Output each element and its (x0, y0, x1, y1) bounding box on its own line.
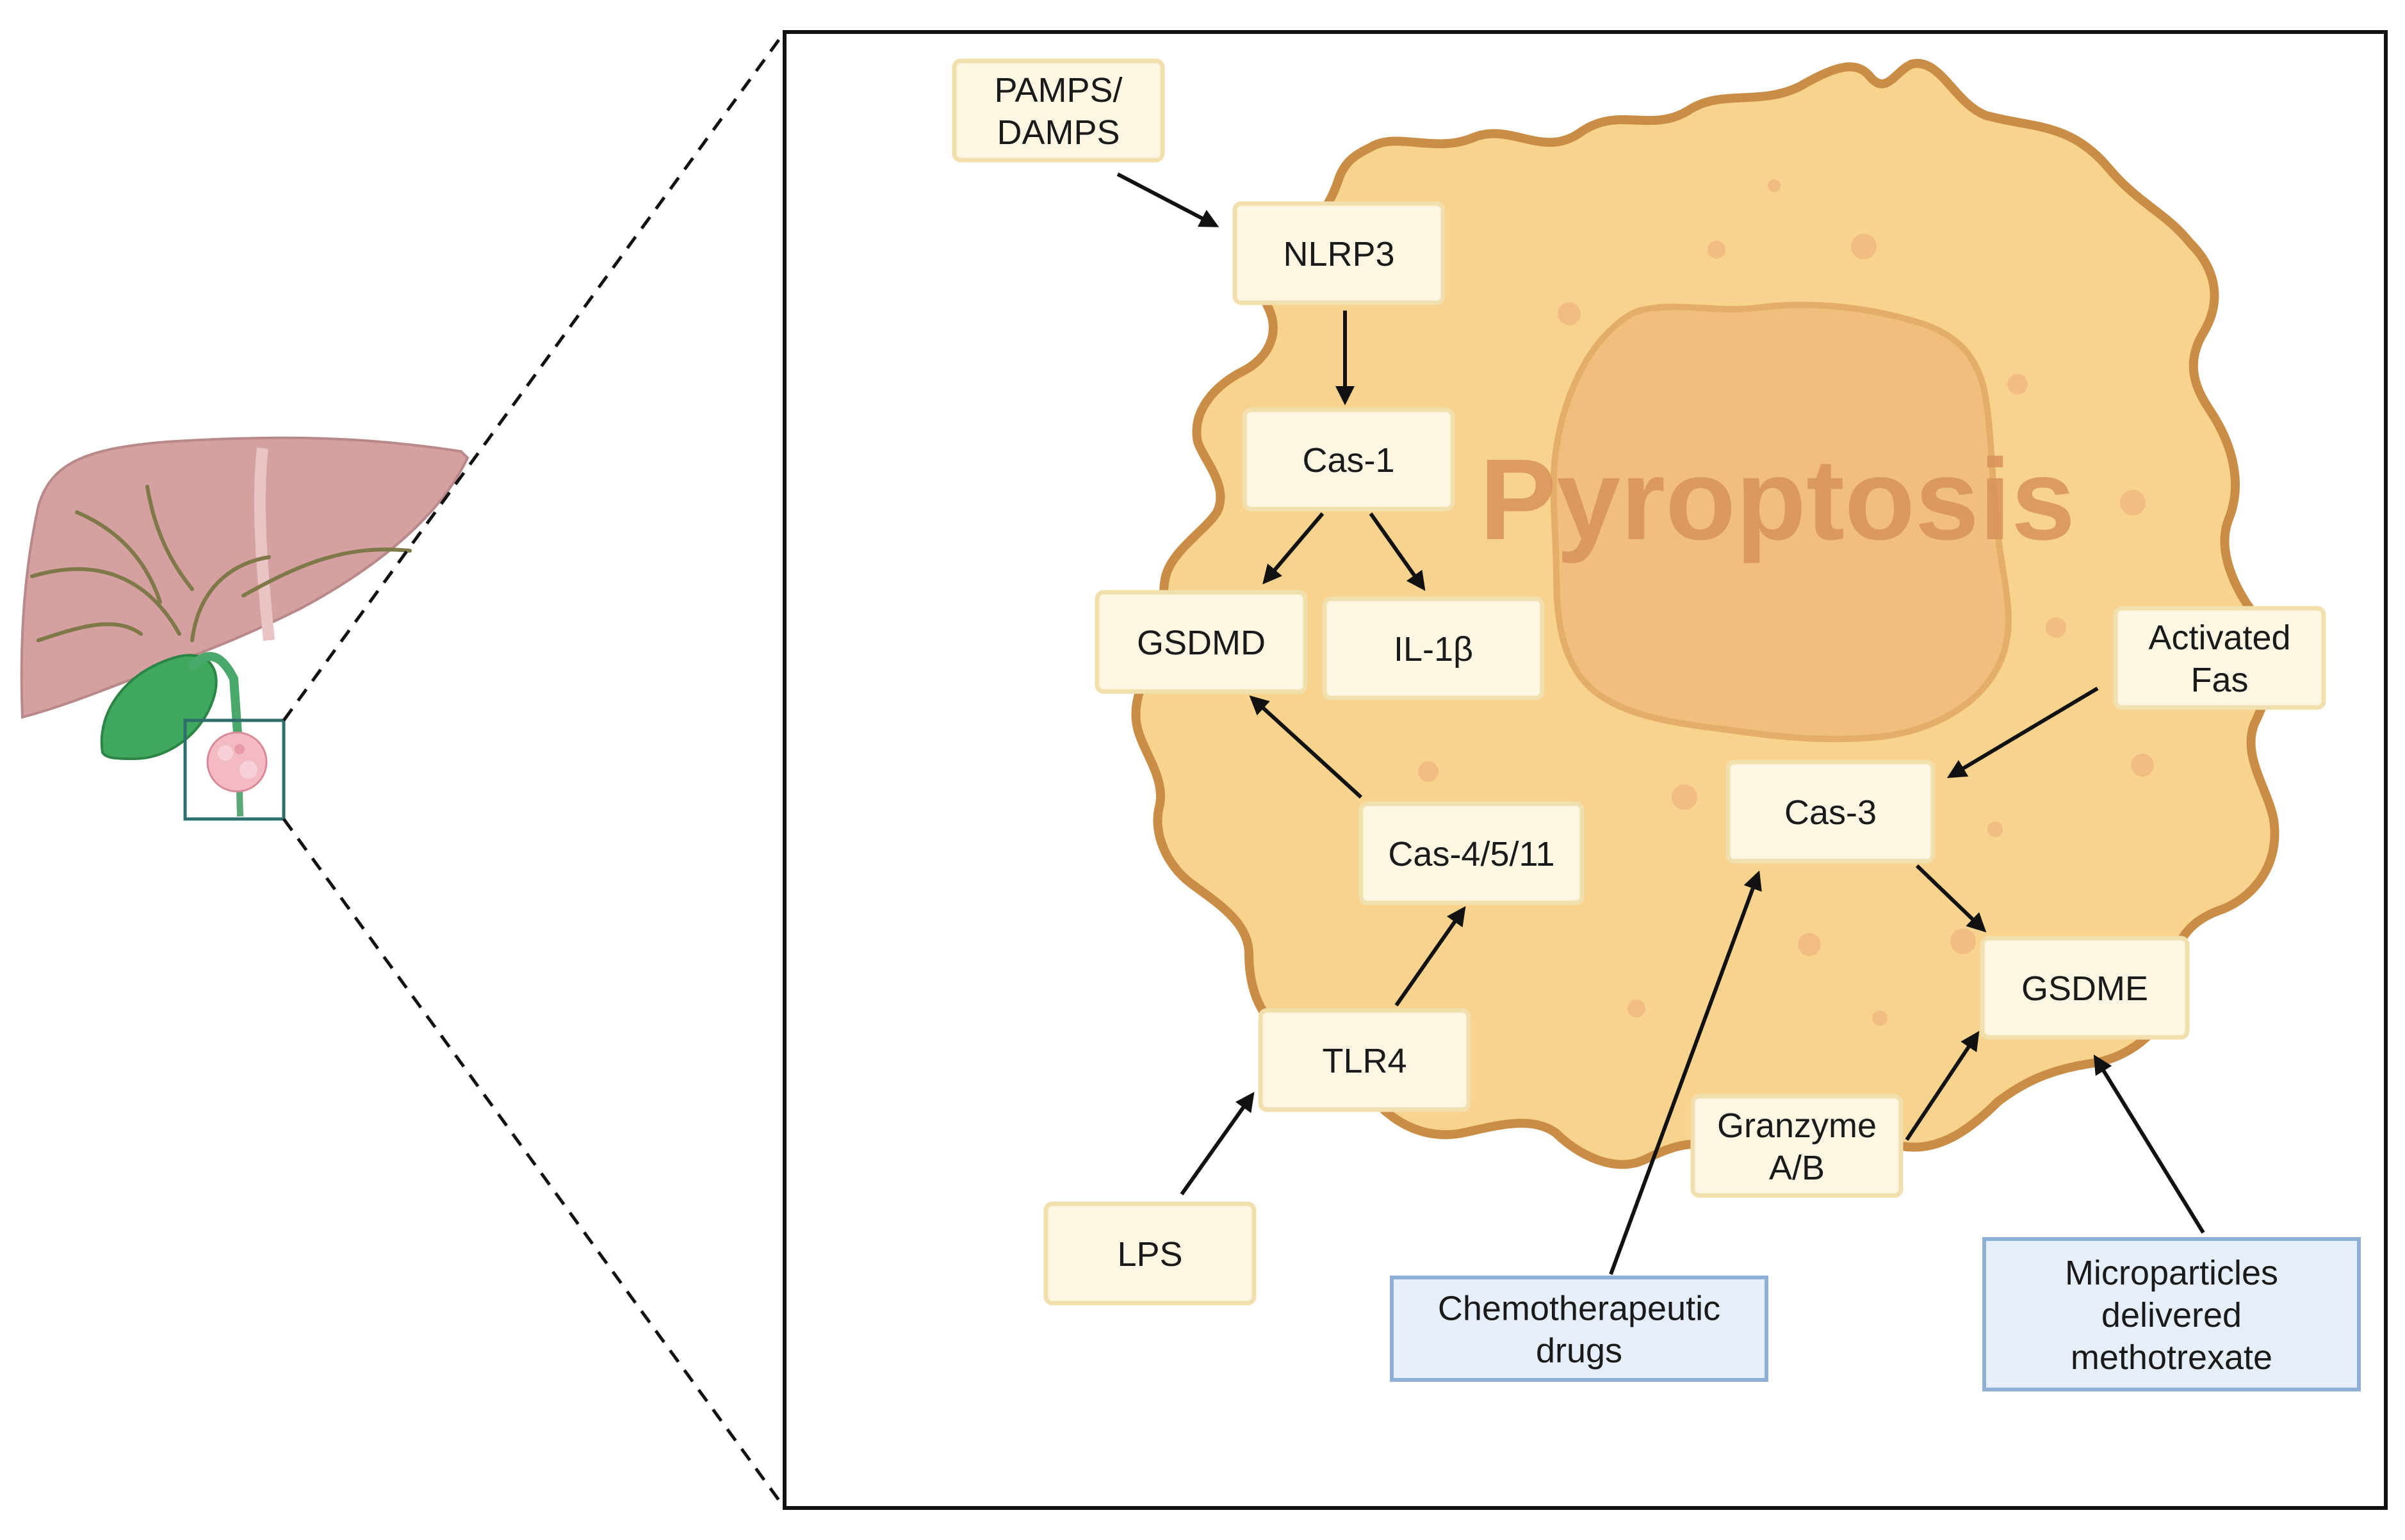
arrow-micro-gsdme (2093, 1054, 2205, 1234)
inset-box (183, 718, 286, 821)
node-box-granzyme (1690, 1094, 1904, 1198)
node-cas3: Cas-3 (1725, 759, 1936, 864)
node-label-micro: delivered (2101, 1296, 2242, 1334)
node-box-cas4511 (1358, 801, 1585, 905)
node-label-lps: LPS (1117, 1235, 1182, 1274)
zoom-lines (282, 31, 787, 1509)
arrows (1116, 172, 2205, 1276)
node-label-micro: Microparticles (2065, 1254, 2278, 1292)
tumor-icon (206, 731, 268, 793)
node-box-tlr4 (1258, 1008, 1471, 1112)
node-label-pamps: PAMPS/ (994, 71, 1122, 109)
node-label-nlrp3: NLRP3 (1283, 235, 1394, 273)
node-box-chemo (1390, 1276, 1768, 1382)
node-label-pamps: DAMPS (997, 113, 1120, 152)
node-label-cas3: Cas-3 (1784, 793, 1877, 832)
node-box-cas3 (1725, 759, 1936, 864)
node-label-gsdme: GSDME (2021, 969, 2148, 1008)
node-gsdmd: GSDMD (1095, 590, 1308, 694)
node-micro: Microparticles delivered methotrexate (1982, 1237, 2361, 1391)
arrow-granzyme-gsdme (1905, 1031, 1980, 1141)
node-tlr4: TLR4 (1258, 1008, 1471, 1112)
node-chemo: Chemotherapeutic drugs (1390, 1276, 1768, 1382)
node-label-granzyme: A/B (1769, 1149, 1825, 1187)
pyroptosis-watermark: Pyroptosis (1480, 435, 2075, 564)
node-label-tlr4: TLR4 (1322, 1042, 1406, 1080)
node-pamps: PAMPS/DAMPS (952, 58, 1165, 163)
node-label-chemo: drugs (1536, 1331, 1622, 1370)
node-nlrp3: NLRP3 (1232, 201, 1446, 305)
node-box-nlrp3 (1232, 201, 1446, 305)
arrow-cas1-il1b (1369, 512, 1426, 591)
arrow-chemo-cas3 (1609, 870, 1762, 1276)
node-box-pamps (952, 58, 1165, 163)
arrow-pamps-nlrp3 (1116, 172, 1219, 227)
arrow-lps-tlr4 (1180, 1092, 1255, 1196)
node-label-fas: Activated (2148, 619, 2290, 657)
arrow-fas-cas3 (1946, 686, 2099, 779)
node-box-gsdmd (1095, 590, 1308, 694)
node-gsdme: GSDME (1980, 936, 2190, 1040)
liver-illustration (20, 436, 469, 719)
node-label-micro: methotrexate (2071, 1338, 2272, 1377)
node-box-cas1 (1242, 407, 1455, 512)
node-box-gsdme (1980, 936, 2190, 1040)
cell-nucleus (1550, 302, 2012, 743)
arrow-tlr4-cas4511 (1394, 906, 1466, 1007)
node-lps: LPS (1043, 1201, 1257, 1306)
node-cas4511: Cas-4/5/11 (1358, 801, 1585, 905)
node-box-micro (1982, 1237, 2361, 1391)
node-label-cas4511: Cas-4/5/11 (1388, 835, 1554, 873)
node-label-fas: Fas (2190, 661, 2248, 699)
arrow-cas1-gsdmd (1262, 512, 1325, 585)
arrow-cas3-gsdme (1915, 864, 1987, 933)
node-label-il1b: IL-1β (1394, 630, 1473, 669)
node-label-gsdmd: GSDMD (1137, 624, 1266, 662)
node-label-granzyme: Granzyme (1717, 1106, 1877, 1145)
node-box-lps (1043, 1201, 1257, 1306)
node-il1b: IL-1β (1322, 596, 1545, 701)
node-cas1: Cas-1 (1242, 407, 1455, 512)
node-label-chemo: Chemotherapeutic (1438, 1289, 1720, 1327)
node-label-cas1: Cas-1 (1302, 441, 1394, 480)
node-box-il1b (1322, 596, 1545, 701)
node-box-fas (2113, 606, 2326, 710)
arrow-cas4511-gsdmd (1249, 695, 1363, 799)
